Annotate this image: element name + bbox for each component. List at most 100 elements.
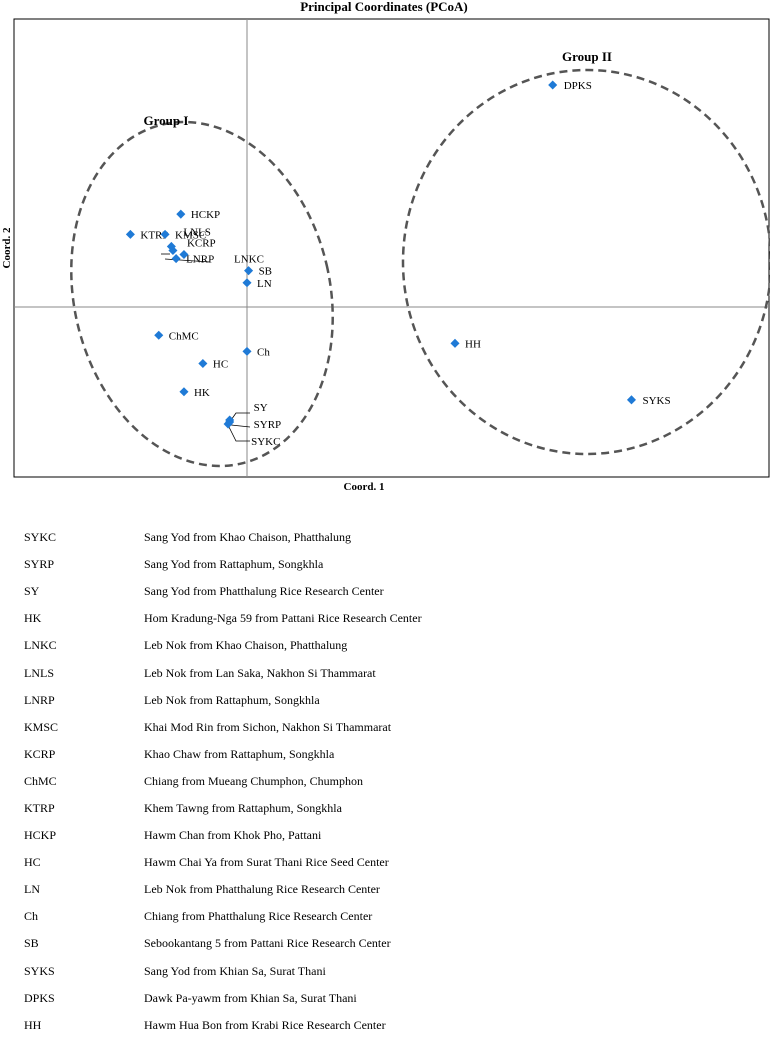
point-label-hc: HC xyxy=(213,359,228,371)
legend-code: SYRP xyxy=(24,557,55,572)
point-label-sy: SY xyxy=(254,402,268,414)
legend-code: SB xyxy=(24,936,39,951)
chart-title: Principal Coordinates (PCoA) xyxy=(300,0,468,14)
legend-description: Hawm Chan from Khok Pho, Pattani xyxy=(144,828,322,843)
point-label-lnrp: LNRP xyxy=(186,254,214,266)
legend-description: Sebookantang 5 from Pattani Rice Researc… xyxy=(144,936,391,951)
point-label-lnls: LNLS xyxy=(183,226,211,238)
point-label-kcrp: KCRP xyxy=(187,237,216,249)
legend-description: Khem Tawng from Rattaphum, Songkhla xyxy=(144,800,342,815)
group-1-ellipse xyxy=(70,120,334,468)
legend-code: Ch xyxy=(24,909,39,924)
point-marker-lnkc xyxy=(179,250,189,260)
point-marker-ktrp xyxy=(125,229,135,239)
legend-row: LN Leb Nok from Phatthalung Rice Research… xyxy=(18,876,758,903)
legend-code: LNKC xyxy=(24,638,57,653)
legend-row: SYKC Sang Yod from Khao Chaison, Phatthal… xyxy=(18,524,758,551)
legend-row: DPKS Dawk Pa-yawm from Khian Sa, Surat Th… xyxy=(18,985,758,1012)
legend-row: ChMC Chiang from Mueang Chumphon, Chumpho… xyxy=(18,768,758,795)
legend-code: SYKS xyxy=(24,963,55,978)
y-axis-label: Coord. 2 xyxy=(1,227,13,268)
legend-description: Chiang from Phatthalung Rice Research Ce… xyxy=(144,909,373,924)
point-label-syks: SYKS xyxy=(642,395,670,407)
legend-description: Hawm Hua Bon from Krabi Rice Research Ce… xyxy=(144,1017,386,1032)
point-marker-lnrp xyxy=(171,254,181,264)
legend-code: KTRP xyxy=(24,800,55,815)
point-label-hckp: HCKP xyxy=(191,209,220,221)
point-label-syrp: SYRP xyxy=(254,419,282,431)
point-label-sykc: SYKC xyxy=(251,436,280,448)
legend-code: SYKC xyxy=(24,530,57,545)
point-marker-kcrp xyxy=(168,245,178,256)
legend-description: Sang Yod from Phatthalung Rice Research … xyxy=(144,584,384,599)
point-label-ch: Ch xyxy=(257,346,270,358)
legend-code: LNLS xyxy=(24,665,54,680)
legend-code: SY xyxy=(24,584,40,599)
legend-row: LNLS Leb Nok from Lan Saka, Nakhon Si Tha… xyxy=(18,659,758,686)
legend-description: Chiang from Mueang Chumphon, Chumphon xyxy=(144,773,363,788)
legend-description: Hom Kradung-Nga 59 from Pattani Rice Res… xyxy=(144,611,422,626)
point-marker-ln xyxy=(242,278,252,288)
legend-description: Khao Chaw from Rattaphum, Songkhla xyxy=(144,746,335,761)
label-leader-lnkc xyxy=(164,258,211,263)
point-label-ln: LN xyxy=(257,278,272,290)
legend-row: LNRP Leb Nok from Rattaphum, Songkhla xyxy=(18,687,758,714)
group-2-label: Group II xyxy=(562,49,612,64)
point-marker-ch xyxy=(242,346,252,356)
point-label-chmc: ChMC xyxy=(169,330,199,342)
point-marker-sykc xyxy=(223,419,233,429)
point-marker-syks xyxy=(626,395,637,405)
label-leader-syrp xyxy=(230,424,251,428)
legend-code: ChMC xyxy=(24,773,57,788)
point-label-kmsc: KMSC xyxy=(175,229,206,241)
legend-row: Ch Chiang from Phatthalung Rice Research … xyxy=(18,903,758,930)
legend-row: HCKP Hawm Chan from Khok Pho, Pattani xyxy=(18,822,758,849)
legend-description: Dawk Pa-yawm from Khian Sa, Surat Thani xyxy=(144,990,357,1005)
legend-row: LNKC Leb Nok from Khao Chaison, Phatthalu… xyxy=(18,632,758,659)
legend-code: DPKS xyxy=(24,990,55,1005)
plot-frame xyxy=(13,18,770,478)
point-marker-hk xyxy=(179,387,189,397)
point-label-lnkc: LNKC xyxy=(234,254,264,266)
point-marker-dpks xyxy=(548,80,558,90)
point-label-ktrp: KTRP xyxy=(140,229,168,241)
legend-code: HC xyxy=(24,855,41,870)
point-marker-chmc xyxy=(154,330,164,340)
legend-code: KCRP xyxy=(24,746,56,761)
legend-row: KMSC Khai Mod Rin from Sichon, Nakhon Si … xyxy=(18,714,758,741)
legend-code: LN xyxy=(24,882,40,897)
pcoa-chart-svg: Principal Coordinates (PCoA) Group I Gro… xyxy=(1,0,770,493)
accession-legend: SYKC Sang Yod from Khao Chaison, Phatthal… xyxy=(18,524,758,1039)
x-axis-label: Coord. 1 xyxy=(344,481,385,493)
legend-code: HCKP xyxy=(24,828,57,843)
point-label-sb: SB xyxy=(259,266,272,278)
point-label-hh: HH xyxy=(465,338,481,350)
legend-code: LNRP xyxy=(24,692,55,707)
legend-row: SY Sang Yod from Phatthalung Rice Researc… xyxy=(18,578,758,605)
point-marker-sb xyxy=(244,266,254,276)
point-marker-hckp xyxy=(176,209,186,219)
legend-row: SYRP Sang Yod from Rattaphum, Songkhla xyxy=(18,551,758,578)
legend-code: HH xyxy=(24,1017,42,1032)
label-leader-sykc xyxy=(228,426,250,442)
group-1-label: Group I xyxy=(144,113,189,128)
legend-row: SB Sebookantang 5 from Pattani Rice Resea… xyxy=(18,930,758,957)
group-2-ellipse xyxy=(401,68,770,456)
legend-row: KCRP Khao Chaw from Rattaphum, Songkhla xyxy=(18,741,758,768)
legend-description: Leb Nok from Rattaphum, Songkhla xyxy=(144,692,320,707)
legend-description: Khai Mod Rin from Sichon, Nakhon Si Tham… xyxy=(144,719,392,734)
legend-description: Sang Yod from Khao Chaison, Phatthalung xyxy=(144,530,351,545)
legend-code: KMSC xyxy=(24,719,59,734)
point-label-dpks: DPKS xyxy=(564,80,592,92)
legend-description: Hawm Chai Ya from Surat Thani Rice Seed … xyxy=(144,855,389,870)
legend-code: HK xyxy=(24,611,42,626)
point-label-hk: HK xyxy=(194,387,210,399)
point-marker-kmsc xyxy=(160,229,170,239)
legend-description: Leb Nok from Lan Saka, Nakhon Si Thammar… xyxy=(144,665,376,680)
legend-row: HH Hawm Hua Bon from Krabi Rice Research … xyxy=(18,1012,758,1039)
legend-description: Leb Nok from Phatthalung Rice Research C… xyxy=(144,882,380,897)
legend-description: Leb Nok from Khao Chaison, Phatthalung xyxy=(144,638,348,653)
legend-description: Sang Yod from Rattaphum, Songkhla xyxy=(144,557,324,572)
